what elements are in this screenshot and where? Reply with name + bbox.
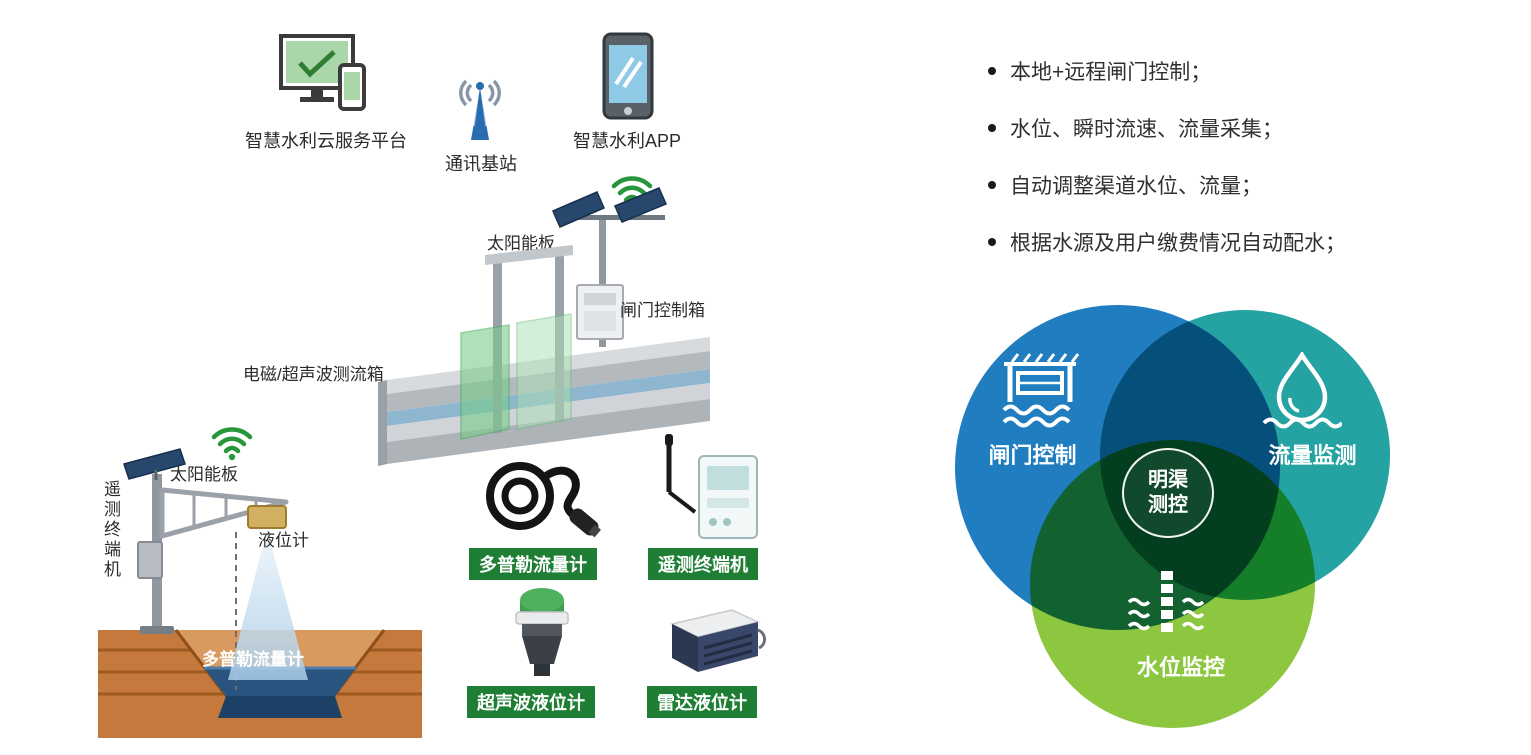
venn-label-gate-control: 闸门控制 [988, 443, 1077, 468]
feature-item: 根据水源及用户缴费情况自动配水； [988, 227, 1346, 257]
doppler-in-channel-label: 多普勒流量计 [202, 650, 304, 669]
cloud-platform-label: 智慧水利云服务平台 [245, 131, 407, 151]
gate-structure-illustration [378, 187, 710, 466]
base-station-label: 通讯基站 [445, 154, 517, 174]
feature-text: 根据水源及用户缴费情况自动配水； [1010, 232, 1346, 255]
product-label-doppler-flow-meter: 多普勒流量计 [469, 548, 597, 580]
bullet-dot-icon [988, 181, 996, 189]
venn-center-badge: 明渠 测控 [1122, 448, 1214, 538]
wifi-signal-icon [211, 427, 253, 461]
water-level-icon [1127, 571, 1205, 632]
product-label-ultrasonic-level-gauge: 超声波液位计 [467, 686, 595, 718]
bullet-dot-icon [988, 124, 996, 132]
solar-panel-left-label: 太阳能板 [170, 465, 238, 484]
cloud-platform-icon [279, 34, 366, 111]
solar-panel-top-label: 太阳能板 [487, 234, 555, 253]
app-label: 智慧水利APP [572, 131, 682, 151]
product-label-telemetry-terminal: 遥测终端机 [648, 548, 758, 580]
telemetry-pole-label: 遥测终端机 [101, 480, 120, 580]
base-station-antenna-icon [459, 79, 501, 140]
radar-level-gauge-image [669, 609, 766, 672]
venn-label-level-monitoring: 水位监控 [1136, 655, 1225, 680]
venn-center-line2: 测控 [1148, 494, 1188, 516]
feature-item: 本地+远程闸门控制； [988, 56, 1346, 86]
venn-label-flow-monitoring: 流量监测 [1268, 443, 1357, 468]
bullet-dot-icon [988, 238, 996, 246]
telemetry-terminal-image [665, 434, 758, 539]
gate-icon [1002, 353, 1080, 428]
feature-text: 水位、瞬时流速、流量采集； [1010, 118, 1283, 141]
bullet-dot-icon [988, 67, 996, 75]
feature-text: 本地+远程闸门控制； [1010, 61, 1212, 84]
gate-control-box-label: 闸门控制箱 [620, 301, 705, 320]
flow-meter-box-label: 电磁/超声波测流箱 [243, 365, 384, 384]
doppler-flow-meter-image [486, 462, 602, 538]
feature-item: 水位、瞬时流速、流量采集； [988, 113, 1346, 143]
feature-item: 自动调整渠道水位、流量； [988, 170, 1346, 200]
level-gauge-label: 液位计 [258, 531, 309, 550]
feature-text: 自动调整渠道水位、流量； [1010, 175, 1262, 198]
venn-center-line1: 明渠 [1148, 469, 1188, 491]
venn-diagram: 闸门控制 流量监测 水位监控 明渠 测控 [950, 300, 1402, 748]
feature-list: 本地+远程闸门控制； 水位、瞬时流速、流量采集； 自动调整渠道水位、流量； 根据… [988, 56, 1346, 284]
canal-scene-illustration [98, 448, 422, 738]
ultrasonic-level-gauge-image [515, 588, 569, 676]
smartphone-icon [602, 32, 654, 120]
product-label-radar-level-gauge: 雷达液位计 [647, 686, 757, 718]
water-drop-icon [1262, 352, 1342, 429]
